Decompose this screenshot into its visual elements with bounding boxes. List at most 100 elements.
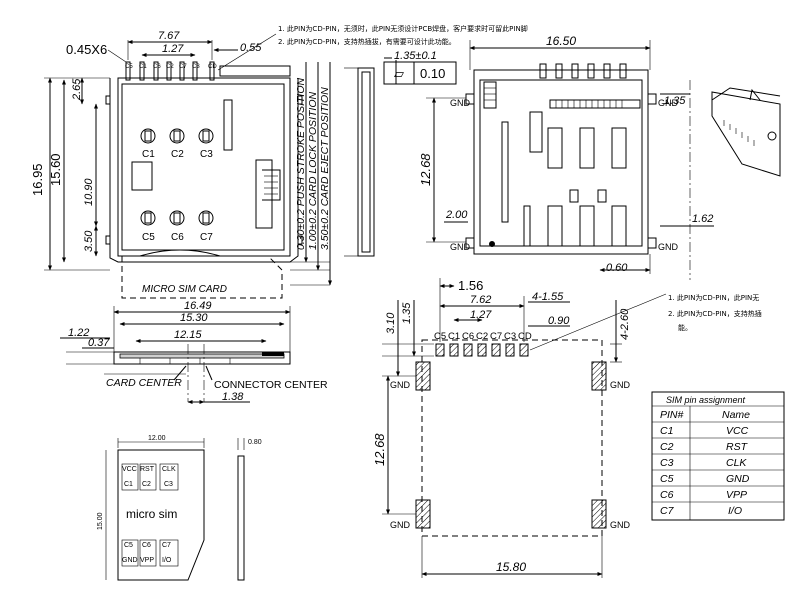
- svg-text:C1: C1: [142, 149, 155, 160]
- svg-text:1.56: 1.56: [458, 278, 483, 293]
- sim-bottom-contacts: C5 C6 C7 GND VPP I/O: [121, 539, 179, 567]
- lower-contacts: C5 C6 C7: [140, 210, 214, 243]
- svg-text:GND: GND: [450, 98, 471, 108]
- svg-text:1.22: 1.22: [68, 327, 89, 339]
- svg-text:C6: C6: [462, 331, 474, 342]
- svg-text:0.60: 0.60: [606, 262, 628, 274]
- svg-text:C6: C6: [171, 232, 184, 243]
- footprint-pin-labels: C5 C1 C6 C2 C7 C3 CD: [434, 331, 532, 342]
- svg-text:VPP: VPP: [140, 557, 154, 564]
- svg-text:16.50: 16.50: [546, 34, 576, 48]
- card-eject-position: 3.50±0.2 CARD EJECT POSITION: [319, 87, 331, 250]
- svg-text:C3: C3: [504, 331, 516, 342]
- front-view: 16.49 15.30 12.15 1.22 0.37 CARD CENTER …: [60, 300, 328, 404]
- svg-text:GND: GND: [658, 98, 679, 108]
- svg-text:16.49: 16.49: [184, 300, 212, 312]
- svg-text:GND: GND: [122, 557, 138, 564]
- svg-text:C7: C7: [162, 542, 171, 549]
- sim-card-label: micro sim: [126, 507, 177, 521]
- svg-text:C7: C7: [200, 232, 213, 243]
- bottom-view: 16.50 GND GND: [418, 34, 714, 280]
- connector-center-label: CONNECTOR CENTER: [214, 379, 328, 391]
- svg-text:VCC: VCC: [726, 425, 749, 437]
- svg-text:C2: C2: [166, 64, 174, 70]
- micro-sim-card-label: MICRO SIM CARD: [142, 284, 227, 295]
- svg-text:C5: C5: [124, 542, 133, 549]
- svg-text:2.00: 2.00: [445, 209, 468, 221]
- svg-text:C6: C6: [142, 542, 151, 549]
- svg-text:C7: C7: [660, 505, 675, 517]
- svg-text:C1: C1: [124, 481, 133, 488]
- svg-text:C6: C6: [153, 64, 161, 70]
- svg-text:C5: C5: [142, 232, 155, 243]
- svg-text:0.55: 0.55: [240, 42, 262, 54]
- sim-pin-table: SIM pin assignment PIN# Name C1 VCC C2 R…: [651, 391, 785, 521]
- signal-pads: [435, 343, 529, 357]
- svg-text:GND: GND: [658, 242, 679, 252]
- svg-text:12.68: 12.68: [372, 433, 387, 466]
- svg-text:1.35±0.1: 1.35±0.1: [394, 50, 437, 62]
- sim-top-contacts: VCC RST CLK C1 C2 C3: [121, 463, 179, 491]
- svg-text:CLK: CLK: [726, 457, 747, 469]
- svg-text:C2: C2: [171, 149, 184, 160]
- svg-text:GND: GND: [390, 380, 411, 390]
- svg-text:2. 此PIN为CD-PIN，支持热插: 2. 此PIN为CD-PIN，支持热插: [668, 309, 762, 318]
- svg-text:GND: GND: [450, 242, 471, 252]
- svg-text:16.95: 16.95: [30, 163, 45, 196]
- svg-text:CD: CD: [518, 331, 532, 342]
- micro-sim-card: 12.00 15.00 VCC RST CLK C1 C2 C3 micro s…: [97, 435, 262, 581]
- svg-text:3.50: 3.50: [83, 230, 95, 252]
- svg-text:GND: GND: [610, 520, 631, 530]
- svg-text:15.30: 15.30: [180, 312, 208, 324]
- svg-text:C3: C3: [660, 457, 674, 469]
- svg-text:C2: C2: [476, 331, 488, 342]
- svg-text:15.80: 15.80: [496, 560, 526, 574]
- gnd-pads: [415, 361, 607, 529]
- svg-text:CD: CD: [208, 64, 217, 70]
- svg-text:VCC: VCC: [122, 466, 137, 473]
- top-note-1: 1. 此PIN为CD-PIN，无须时，此PIN无须设计PCB焊盘，客户要求时可留…: [278, 24, 528, 33]
- svg-text:1. 此PIN为CD-PIN，此PIN无: 1. 此PIN为CD-PIN，此PIN无: [668, 293, 759, 302]
- svg-text:I/O: I/O: [728, 505, 742, 517]
- mid-notes: 1. 此PIN为CD-PIN，此PIN无 2. 此PIN为CD-PIN，支持热插…: [668, 293, 762, 332]
- card-center-label: CARD CENTER: [106, 377, 182, 389]
- svg-text:7.62: 7.62: [470, 294, 491, 306]
- flatness-value: 0.10: [420, 66, 445, 81]
- push-stroke-position: 0.30±0.2 PUSH STROKE POSITION: [295, 78, 307, 250]
- svg-text:1.35: 1.35: [401, 302, 413, 324]
- svg-text:12.00: 12.00: [148, 435, 166, 442]
- svg-text:CLK: CLK: [162, 466, 176, 473]
- svg-text:10.90: 10.90: [83, 178, 95, 206]
- svg-text:能。: 能。: [678, 323, 692, 332]
- svg-text:12.15: 12.15: [174, 329, 202, 341]
- svg-text:PIN#: PIN#: [660, 409, 684, 421]
- isometric-view: [711, 87, 781, 177]
- svg-text:C7: C7: [179, 64, 187, 70]
- svg-text:15.00: 15.00: [97, 512, 104, 530]
- side-view: ⏥ 0.10 1.35±0.1: [344, 50, 457, 257]
- top-notes: 1. 此PIN为CD-PIN，无须时，此PIN无须设计PCB焊盘，客户要求时可留…: [217, 24, 528, 71]
- svg-text:0.45X6: 0.45X6: [66, 42, 107, 57]
- svg-text:12.68: 12.68: [418, 153, 433, 186]
- svg-text:C5: C5: [660, 473, 674, 485]
- svg-text:1.27: 1.27: [162, 43, 184, 55]
- svg-text:C2: C2: [660, 441, 674, 453]
- svg-text:0.90: 0.90: [548, 315, 570, 327]
- svg-text:1.38: 1.38: [222, 391, 244, 403]
- svg-text:7.67: 7.67: [158, 30, 180, 42]
- svg-text:C3: C3: [200, 149, 213, 160]
- svg-text:15.60: 15.60: [48, 153, 63, 186]
- svg-text:4-2.60: 4-2.60: [619, 308, 631, 340]
- svg-text:GND: GND: [610, 380, 631, 390]
- svg-text:0.80: 0.80: [248, 439, 262, 446]
- svg-text:C6: C6: [660, 489, 674, 501]
- top-view: C5 C1 C6 C2 C7 C3 CD C1 C2 C3 C5 C6: [30, 30, 332, 299]
- svg-text:1.35: 1.35: [664, 95, 686, 107]
- flatness-symbol: ⏥: [394, 66, 404, 81]
- svg-text:C3: C3: [164, 481, 173, 488]
- svg-text:C5: C5: [125, 64, 133, 70]
- svg-text:RST: RST: [726, 441, 749, 453]
- top-note-2: 2. 此PIN为CD-PIN，支持热插拔，有需要可设计此功能。: [278, 37, 456, 46]
- svg-text:Name: Name: [722, 409, 750, 421]
